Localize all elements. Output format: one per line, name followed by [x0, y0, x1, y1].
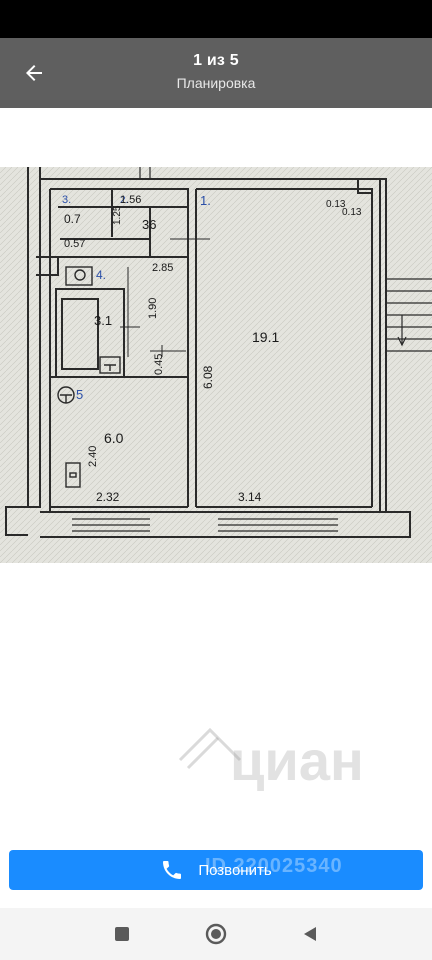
dim-1-25: 1.25 [112, 205, 123, 225]
area-kitchen: 6.0 [104, 430, 124, 446]
dim-0-13-b: 0.13 [342, 207, 362, 218]
photo-caption: Планировка [176, 75, 256, 91]
fixtures [57, 266, 121, 488]
phone-icon [163, 861, 182, 879]
recents-button[interactable] [110, 922, 134, 946]
dim-0-13: 0.13 [326, 199, 346, 210]
walls [5, 167, 411, 538]
home-button[interactable] [204, 922, 228, 946]
dim-3-14: 3.14 [238, 490, 262, 504]
room-number-5: 5 [76, 387, 83, 402]
photo-counter: 1 из 5 [193, 52, 239, 69]
back-button[interactable] [14, 53, 54, 93]
room-number-2: 2. [120, 195, 128, 206]
area-bathroom: 3.1 [94, 313, 112, 328]
circle-icon [205, 923, 227, 945]
area-closet: 0.7 [64, 212, 81, 226]
dim-2-32: 2.32 [96, 490, 120, 504]
title-block: 1 из 5 Планировка [0, 38, 432, 108]
area-hall: 36 [142, 217, 156, 232]
call-button-label: Позвонить [198, 861, 272, 879]
floor-plan-image[interactable]: 3. 1. 2. 4. 5 1.56 0.7 1.25 36 0.57 2.85… [0, 167, 432, 563]
room-number-4: 4. [96, 268, 106, 282]
arrow-left-icon [26, 65, 42, 81]
call-button[interactable]: Позвонить [9, 850, 423, 890]
dim-2-85: 2.85 [152, 262, 173, 274]
windows [72, 167, 338, 532]
system-nav-bar [0, 908, 432, 960]
dim-0-57: 0.57 [64, 238, 85, 250]
triangle-icon [304, 927, 316, 941]
stairs [386, 278, 432, 352]
dim-6-08: 6.08 [201, 365, 215, 389]
floor-plan-drawing: 3. 1. 2. 4. 5 1.56 0.7 1.25 36 0.57 2.85… [0, 167, 432, 563]
square-icon [115, 927, 129, 941]
room-number-3: 3. [62, 194, 71, 206]
dim-1-90: 1.90 [147, 298, 159, 319]
status-bar [0, 0, 432, 38]
app-bar: 1 из 5 Планировка [0, 38, 432, 108]
dim-2-40: 2.40 [87, 446, 99, 467]
room-number-1: 1. [200, 193, 211, 208]
area-main-room: 19.1 [252, 329, 279, 345]
back-nav-button[interactable] [298, 922, 322, 946]
dim-0-45: 0.45 [153, 354, 165, 375]
dimension-lines [120, 238, 210, 357]
dim-1-56: 1.56 [120, 194, 141, 206]
